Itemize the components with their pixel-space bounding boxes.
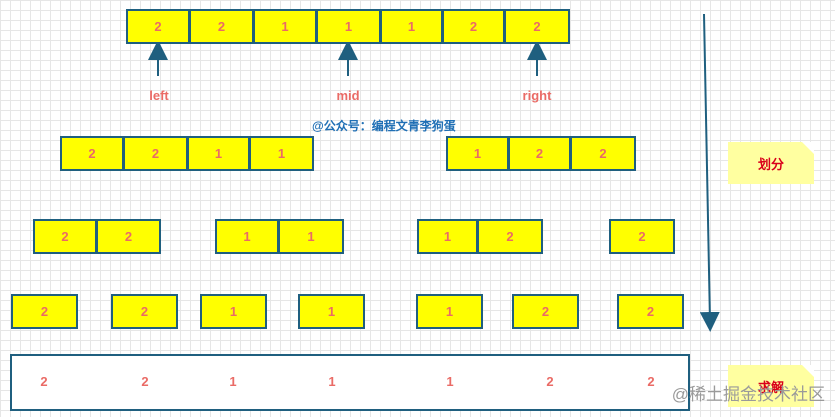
split3-cell: 1: [200, 294, 267, 329]
site-watermark: @稀土掘金技术社区: [671, 385, 825, 404]
split1-right-cell: 1: [446, 136, 509, 171]
divide-note-label: 划分: [757, 156, 784, 172]
top-cell: 2: [442, 9, 505, 44]
split1-left-cell: 2: [123, 136, 188, 171]
split2-cell: 2: [96, 219, 161, 254]
split3-cell: 1: [416, 294, 483, 329]
top-cell: 2: [189, 9, 254, 44]
split2-cell: 2: [609, 219, 675, 254]
solve-note: 求解: [728, 365, 814, 407]
split2-cell: 2: [477, 219, 543, 254]
split2-cell: 2: [33, 219, 97, 254]
split1-right-cell: 2: [508, 136, 571, 171]
process-direction-arrow: [699, 13, 720, 332]
top-cell: 2: [126, 9, 190, 44]
divide-note: 划分: [728, 142, 814, 184]
solve-value: 2: [546, 374, 554, 389]
split3-cell: 1: [298, 294, 365, 329]
split3-cell: 2: [512, 294, 579, 329]
split3-cell: 2: [111, 294, 178, 329]
top-cell: 1: [316, 9, 381, 44]
split3-cell: 2: [617, 294, 684, 329]
solve-value: 2: [40, 374, 48, 389]
split1-left-cell: 2: [60, 136, 124, 171]
split2-cell: 1: [278, 219, 344, 254]
author-watermark: @公众号：编程文青李狗蛋: [312, 119, 456, 133]
right-pointer-label: right: [522, 88, 552, 103]
solve-value: 2: [141, 374, 149, 389]
top-cell: 1: [253, 9, 317, 44]
top-cell: 2: [504, 9, 570, 44]
solve-note-label: 求解: [757, 379, 784, 395]
solve-value: 1: [229, 374, 237, 389]
solve-box: [10, 354, 690, 411]
solve-value: 1: [446, 374, 454, 389]
mid-pointer-label: mid: [336, 88, 360, 103]
top-cell: 1: [380, 9, 443, 44]
split1-left-cell: 1: [187, 136, 250, 171]
split2-cell: 1: [215, 219, 279, 254]
solve-value: 1: [328, 374, 336, 389]
split1-right-cell: 2: [570, 136, 636, 171]
solve-value: 2: [647, 374, 655, 389]
split1-left-cell: 1: [249, 136, 314, 171]
left-pointer-label: left: [149, 88, 169, 103]
split3-cell: 2: [11, 294, 78, 329]
split2-cell: 1: [417, 219, 478, 254]
